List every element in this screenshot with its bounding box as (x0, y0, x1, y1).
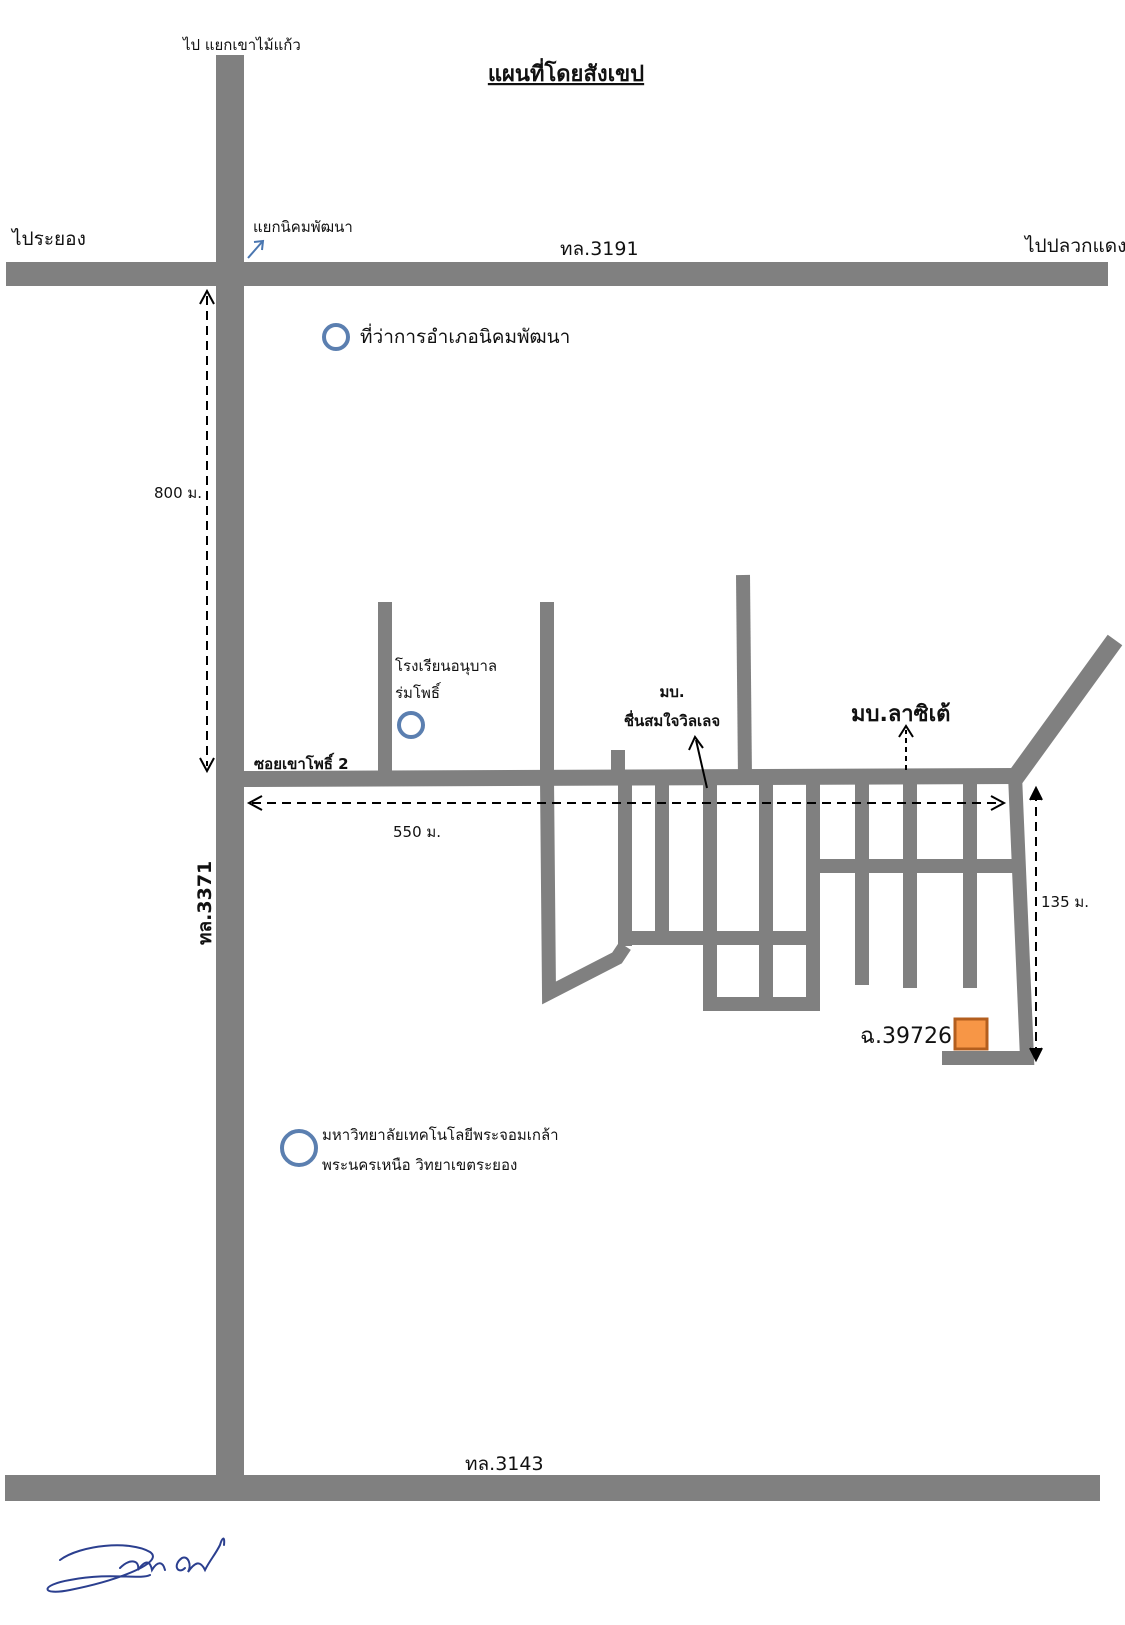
label-nikhom-junction: แยกนิคมพัฒนา (253, 218, 353, 236)
label-university-line1: มหาวิทยาลัยเทคโนโลยีพระจอมเกล้า (322, 1126, 559, 1144)
university-marker-icon (280, 1129, 318, 1167)
street-s1 (540, 778, 631, 1005)
label-village2: มบ.ลาซิเต้ (851, 702, 950, 727)
district-office-marker-icon (322, 323, 350, 351)
label-soi: ซอยเขาโพธิ์ 2 (254, 752, 349, 773)
label-road-3191: ทล.3191 (560, 238, 639, 260)
label-to-khao-mai-kaeo: ไป แยกเขาไม้แก้ว (182, 36, 301, 54)
arrow-northeast-icon (247, 239, 265, 259)
plot-marker-icon (953, 1017, 989, 1051)
arrow-up-village2-icon (898, 724, 914, 770)
label-distance-550: 550 ม. (393, 823, 441, 841)
label-kindergarten-line2: ร่มโพธิ์ (395, 682, 442, 702)
label-kindergarten-line1: โรงเรียนอนุบาล (395, 657, 497, 676)
label-village1-line1: มบ. (659, 683, 684, 701)
label-to-pluak-daeng: ไปปลวกแดง (1023, 235, 1125, 257)
soi-khao-pho-2 (239, 768, 1019, 787)
label-university-line2: พระนครเหนือ วิทยาเขตระยอง (322, 1156, 517, 1174)
local-streets (239, 574, 1123, 1065)
label-plot: ฉ.39726 (860, 1024, 952, 1049)
label-distance-135: 135 ม. (1041, 893, 1089, 911)
distance-800-marker (150, 288, 215, 774)
arrow-up-village1-icon (688, 735, 708, 789)
label-road-3371: ทล.3371 (194, 861, 216, 945)
distance-550-marker (246, 795, 1007, 811)
street-east (942, 774, 1035, 1065)
label-to-rayong: ไประยอง (10, 228, 86, 250)
kindergarten-marker-icon (397, 711, 425, 739)
main-roads (5, 55, 1108, 1501)
label-district-office: ที่ว่าการอำเภอนิคมพัฒนา (360, 323, 570, 348)
signature (46, 1537, 226, 1593)
street-northeast (1007, 634, 1123, 784)
label-distance-800: 800 ม. (154, 484, 202, 502)
street-n2 (736, 574, 752, 780)
label-village1-line2: ชื่นสมใจวิลเลจ (624, 710, 720, 730)
map-title: แผนที่โดยสังเขป (488, 57, 644, 87)
label-road-3143: ทล.3143 (465, 1453, 544, 1475)
distance-135-marker (1029, 785, 1090, 1063)
